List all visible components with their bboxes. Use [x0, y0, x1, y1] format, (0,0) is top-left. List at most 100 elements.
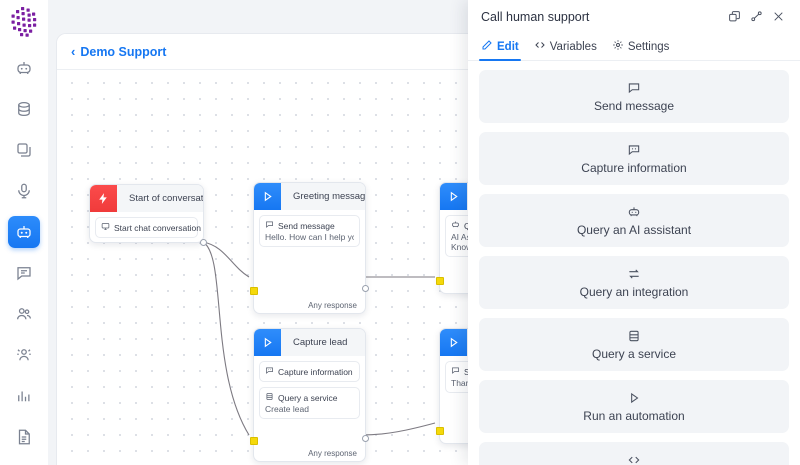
- tab-edit-label: Edit: [497, 40, 519, 53]
- panel-title: Call human support: [481, 9, 590, 24]
- node-block-sub: Create lead: [265, 404, 309, 414]
- node-output-port[interactable]: [200, 239, 207, 246]
- connect-node-icon[interactable]: [745, 6, 767, 28]
- flow-node-capture-lead[interactable]: Capture lead: [250, 328, 369, 462]
- node-block-label: Capture information: [278, 366, 353, 377]
- node-body: Send message Hello. How can I help you?: [254, 210, 365, 251]
- node-block-label: Start chat conversation: [114, 222, 201, 233]
- agents-icon: [15, 346, 33, 364]
- sidebar-item-flows[interactable]: [8, 216, 40, 248]
- action-card-query-ai-assistant[interactable]: Query an AI assistant: [479, 194, 789, 247]
- node-input-port[interactable]: [436, 277, 444, 285]
- panel-header: Call human support: [468, 0, 800, 33]
- node-footer: Any response: [254, 297, 365, 313]
- duplicate-icon[interactable]: [723, 6, 745, 28]
- tab-edit[interactable]: Edit: [479, 33, 521, 61]
- reports-icon: [15, 428, 33, 446]
- action-card-run-automation[interactable]: Run an automation: [479, 380, 789, 433]
- sidebar-item-content[interactable]: [8, 134, 40, 166]
- breadcrumb[interactable]: ‹ Demo Support: [71, 45, 166, 59]
- sidebar-item-bot[interactable]: [8, 52, 40, 84]
- sidebar-item-agents[interactable]: [8, 339, 40, 371]
- chat-icon: [15, 264, 33, 282]
- message-icon: [627, 81, 641, 96]
- analytics-icon: [15, 387, 33, 405]
- gear-icon: [612, 39, 624, 54]
- action-card-label: Run an automation: [583, 408, 685, 423]
- tab-settings[interactable]: Settings: [612, 33, 670, 60]
- capture-icon: [627, 143, 641, 158]
- breadcrumb-label: Demo Support: [80, 44, 167, 59]
- node-footer: Any response: [254, 445, 365, 461]
- back-chevron-icon[interactable]: ‹: [71, 44, 76, 59]
- action-card-label: Query a service: [591, 346, 677, 361]
- voice-icon: [15, 182, 33, 200]
- action-card-send-message[interactable]: Send message: [479, 70, 789, 123]
- action-card-query-service[interactable]: Query a service: [479, 318, 789, 371]
- bot-icon: [15, 59, 33, 77]
- ai-icon: [627, 205, 641, 220]
- node-title: Greeting message: [293, 191, 365, 202]
- ai-icon: [451, 220, 460, 231]
- code-icon: [534, 39, 546, 54]
- node-block[interactable]: Send message Hello. How can I help you?: [259, 215, 360, 247]
- sidebar-item-voice[interactable]: [8, 175, 40, 207]
- action-card-capture-information[interactable]: Capture information: [479, 132, 789, 185]
- connector-wires: [202, 241, 436, 436]
- flow-node-greeting-message[interactable]: Greeting message Send message: [250, 182, 369, 314]
- flows-icon: [15, 223, 33, 241]
- tab-settings-label: Settings: [627, 40, 670, 53]
- node-output-port[interactable]: [362, 435, 369, 442]
- node-detail-panel: Call human support: [468, 0, 800, 465]
- capture-icon: [265, 366, 274, 377]
- node-body: Capture information: [254, 356, 365, 423]
- action-card-query-integration[interactable]: Query an integration: [479, 256, 789, 309]
- node-output-label: Any response: [308, 448, 357, 458]
- node-body: Start chat conversation: [90, 212, 203, 242]
- node-title: Capture lead: [293, 337, 348, 348]
- sidebar-item-database[interactable]: [8, 93, 40, 125]
- node-input-port[interactable]: [436, 427, 444, 435]
- pencil-icon: [481, 39, 493, 54]
- node-block-sub: Hello. How can I help you?: [265, 232, 354, 242]
- sidebar-item-analytics[interactable]: [8, 380, 40, 412]
- service-icon: [627, 329, 641, 344]
- code-icon: [627, 453, 641, 465]
- service-icon: [265, 392, 274, 403]
- node-block[interactable]: Query a service Create lead: [259, 387, 360, 419]
- message-icon: [451, 366, 460, 377]
- close-icon[interactable]: [767, 6, 789, 28]
- node-block[interactable]: Start chat conversation: [95, 217, 201, 238]
- app-logo[interactable]: [9, 6, 39, 38]
- tab-variables-label: Variables: [549, 40, 597, 53]
- node-block[interactable]: Capture information: [259, 361, 360, 382]
- node-output-label: Any response: [308, 300, 357, 310]
- panel-tabs: Edit Variables Settings: [468, 33, 800, 61]
- flow-node-start-of-conversation[interactable]: Start of conversation Start chat convers…: [89, 184, 207, 246]
- action-card-list[interactable]: Send message Capture information: [468, 61, 800, 465]
- tab-variables[interactable]: Variables: [534, 33, 597, 60]
- node-input-port[interactable]: [250, 287, 258, 295]
- message-icon: [265, 220, 274, 231]
- play-icon: [254, 329, 281, 356]
- play-outline-icon: [627, 391, 641, 406]
- node-output-port[interactable]: [362, 285, 369, 292]
- contacts-icon: [15, 305, 33, 323]
- action-card-label: Capture information: [581, 160, 687, 175]
- play-icon: [254, 183, 281, 210]
- node-title: Start of conversation: [129, 193, 203, 204]
- action-card-label: Query an AI assistant: [576, 222, 692, 237]
- action-card-label: Send message: [593, 98, 675, 113]
- node-input-port[interactable]: [250, 437, 258, 445]
- action-card-script[interactable]: Script: [479, 442, 789, 465]
- sidebar-item-contacts[interactable]: [8, 298, 40, 330]
- node-header: Capture lead: [254, 329, 365, 356]
- sidebar-item-reports[interactable]: [8, 421, 40, 453]
- node-block-label: Query a service: [278, 392, 338, 403]
- node-header: Start of conversation: [90, 185, 203, 212]
- sidebar-item-conversations[interactable]: [8, 257, 40, 289]
- left-nav-rail: [0, 0, 48, 465]
- node-header: Greeting message: [254, 183, 365, 210]
- node-block-label: Send message: [278, 220, 335, 231]
